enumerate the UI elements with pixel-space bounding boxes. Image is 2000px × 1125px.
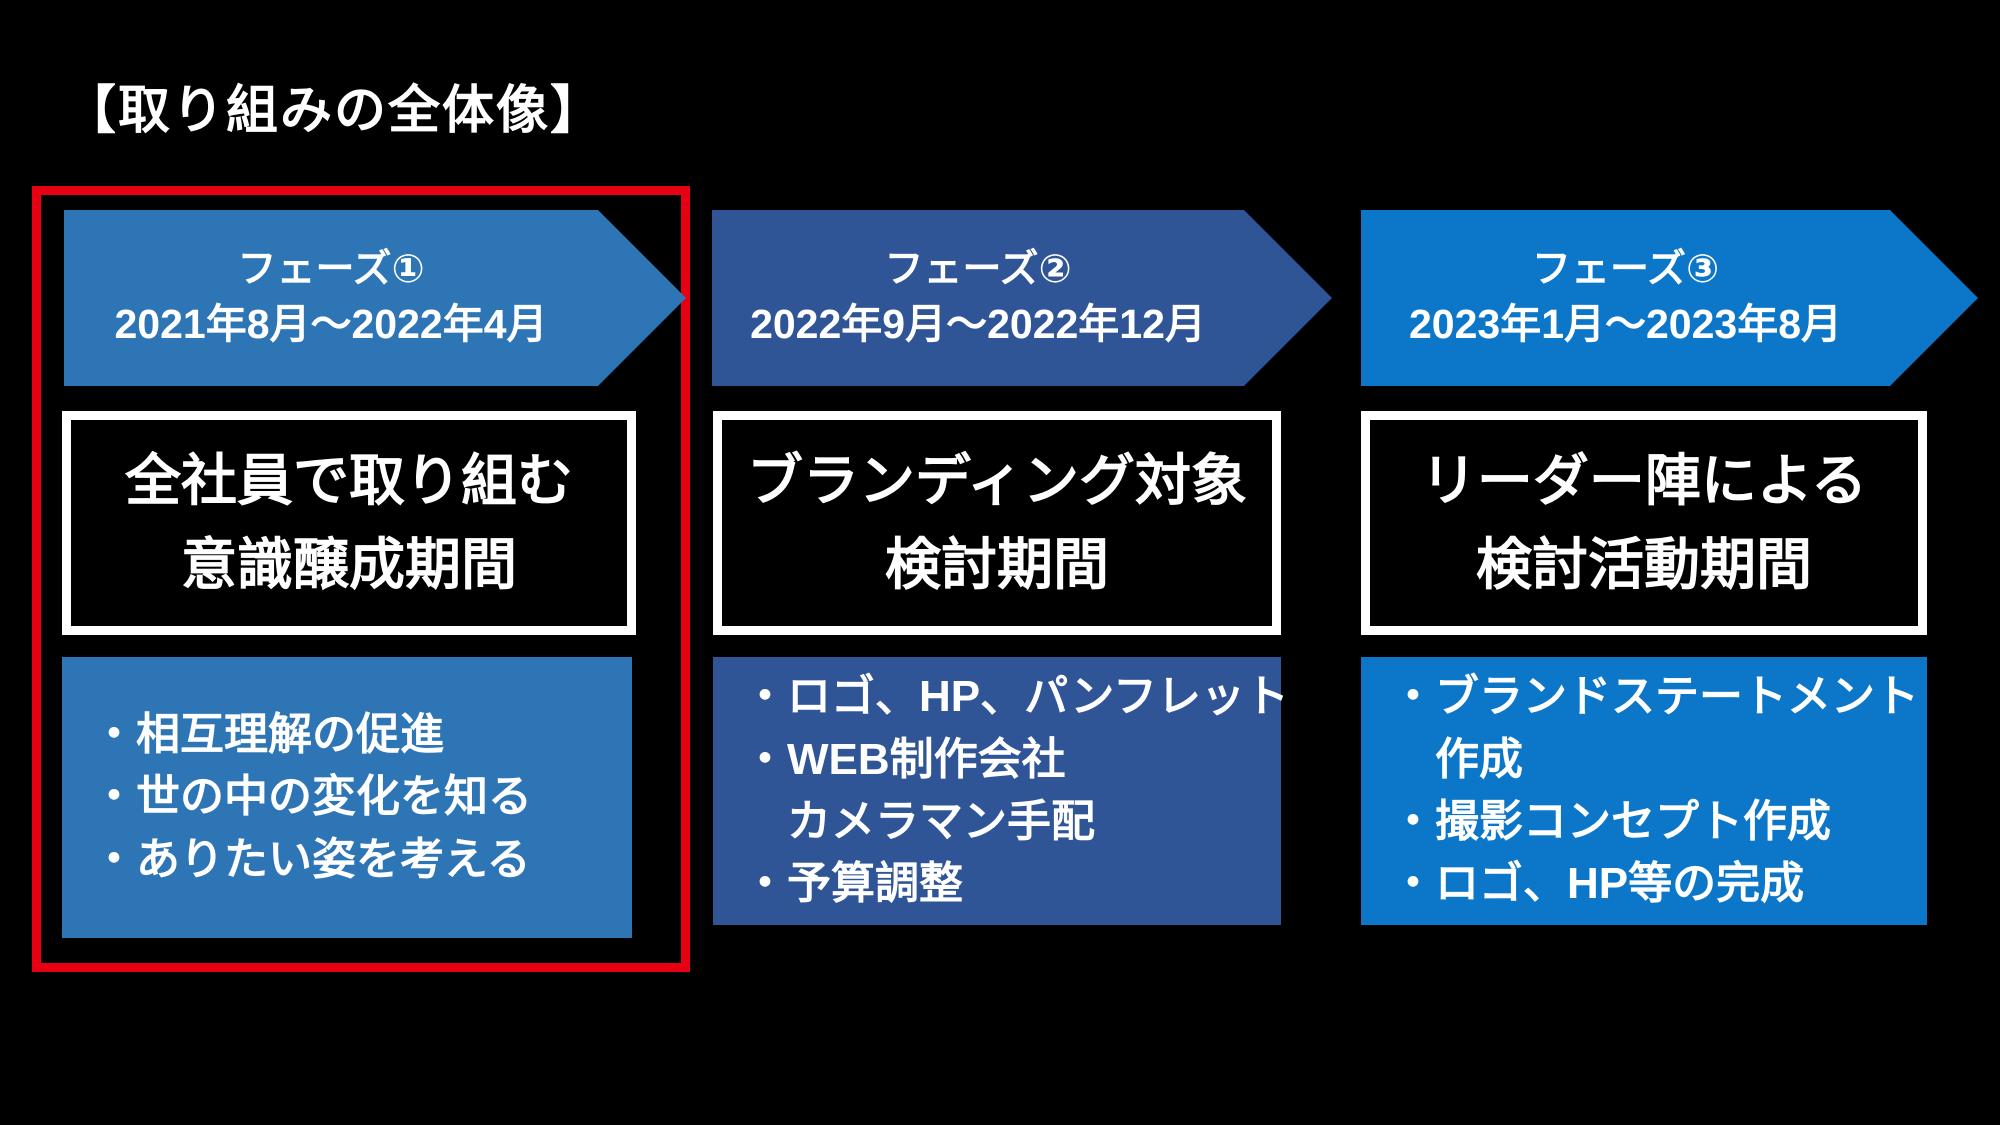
phase1-details-box: ・相互理解の促進 ・世の中の変化を知る ・ありたい姿を考える: [62, 657, 632, 938]
phase3-period: 2023年1月～2023年8月: [1408, 300, 1843, 347]
phase3-name: フェーズ③: [1531, 248, 1720, 291]
phase1-detail-line: ・相互理解の促進: [92, 709, 444, 759]
phase3-title-line1: リーダー陣による: [1420, 449, 1868, 512]
phase2-name: フェーズ②: [884, 248, 1072, 291]
phase1-detail-line: ・世の中の変化を知る: [92, 772, 532, 822]
phase3-detail-line: ・撮影コンセプト作成: [1391, 797, 1831, 846]
phase3-detail-line: ・ロゴ、HP等の完成: [1391, 859, 1805, 909]
phase1-title-line1: 全社員で取り組む: [125, 449, 573, 512]
phase1-highlight-frame: [32, 186, 690, 972]
phase2-detail-line: ・予算調整: [743, 859, 963, 909]
phase3-details-box: ・ブランドステートメント 作成 ・撮影コンセプト作成 ・ロゴ、HP等の完成: [1361, 657, 1927, 925]
phase2-title-line1: ブランディング対象: [746, 449, 1248, 512]
phase2-details-box: ・ロゴ、HP、パンフレット ・WEB制作会社 カメラマン手配 ・予算調整: [713, 657, 1290, 925]
phase1-title-box: 全社員で取り組む 意識醸成期間: [62, 411, 636, 635]
phase2-detail-line: カメラマン手配: [743, 797, 1095, 846]
phase1-arrow-banner: フェーズ① 2021年8月～2022年4月: [64, 210, 686, 386]
phase2-detail-line: ・WEB制作会社: [743, 734, 1066, 784]
phase3-arrow-banner: フェーズ③ 2023年1月～2023年8月: [1361, 210, 1978, 386]
phase2-period: 2022年9月～2022年12月: [750, 300, 1206, 347]
phase3-title-box: リーダー陣による 検討活動期間: [1361, 411, 1927, 635]
phase3-title-line2: 検討活動期間: [1476, 533, 1812, 596]
phase2-detail-line: ・ロゴ、HP、パンフレット: [743, 672, 1290, 722]
page-title: 【取り組みの全体像】: [64, 82, 605, 140]
phase2-title-line2: 検討期間: [885, 533, 1109, 596]
phase2-title-box: ブランディング対象 検討期間: [713, 411, 1281, 635]
phase1-period: 2021年8月～2022年4月: [114, 300, 548, 347]
phase1-name: フェーズ①: [237, 248, 425, 291]
phase3-detail-line: ・ブランドステートメント: [1391, 672, 1919, 722]
phase3-detail-line: 作成: [1391, 734, 1523, 784]
phase1-title-line2: 意識醸成期間: [181, 533, 517, 596]
phase1-detail-line: ・ありたい姿を考える: [92, 834, 531, 884]
phase2-arrow-banner: フェーズ② 2022年9月～2022年12月: [712, 210, 1332, 386]
